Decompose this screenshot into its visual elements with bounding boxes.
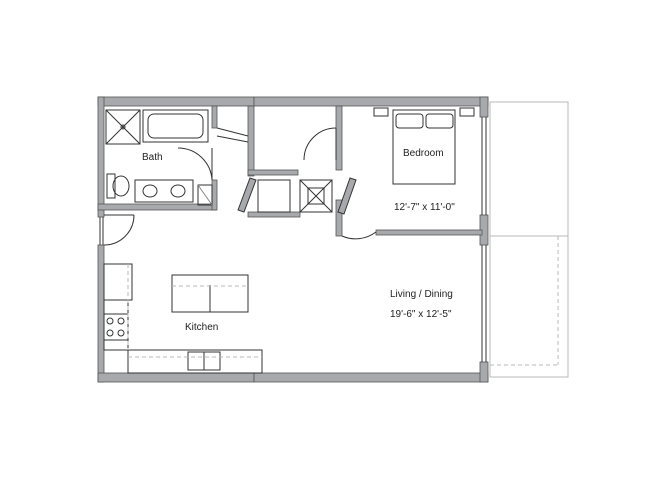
bath-fixtures [105,109,213,206]
room-label-kitchen: Kitchen [185,322,218,333]
windows [99,117,487,362]
upper-cabinets [127,264,262,358]
exterior-walls [97,96,489,383]
room-dimensions-living: 19'-6" x 12'-5" [390,309,452,320]
interior-walls [97,105,483,237]
room-label-living: Living / Dining [390,289,453,300]
closet-washer-dryer [237,177,357,215]
room-label-bedroom: Bedroom [403,148,444,159]
balcony [489,101,569,378]
room-label-bath: Bath [142,152,163,163]
kitchen-fixtures [103,263,263,374]
door-swings [103,127,377,246]
room-dimensions-bedroom: 12'-7" x 11'-0" [394,202,455,213]
bedroom-furniture [373,107,475,185]
